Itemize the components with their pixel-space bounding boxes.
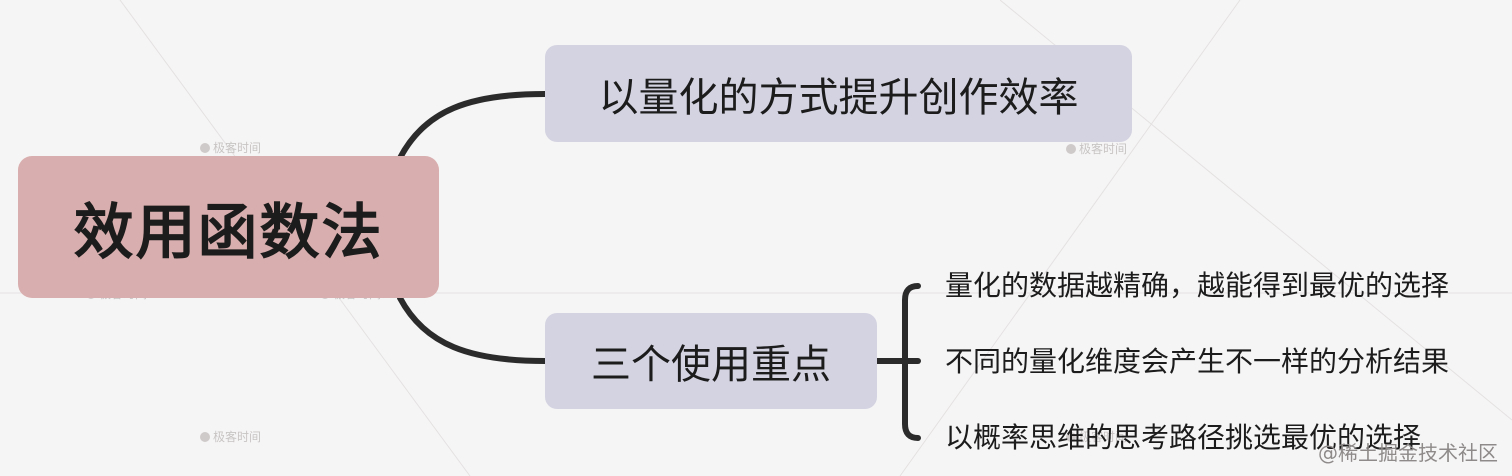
watermark: 极客时间 [1066,140,1127,157]
branch-node-efficiency[interactable]: 以量化的方式提升创作效率 [545,45,1132,142]
leaf-node-precise-data[interactable]: 量化的数据越精确，越能得到最优的选择 [945,269,1450,302]
watermark-logo-icon [200,431,210,442]
corner-watermark: @稀土掘金技术社区 [1318,441,1498,465]
root-node-label: 效用函数法 [73,197,384,268]
leaf-node-probability-thinking[interactable]: 以概率思维的思考路径挑选最优的选择 [945,421,1422,454]
guide-line [899,0,1241,476]
watermark: 极客时间 [1066,428,1127,445]
watermark: 极客时间 [200,428,261,445]
watermark-logo-icon [1066,143,1076,154]
connector-root-to-branch-1 [397,91,548,161]
branch-node-key-points[interactable]: 三个使用重点 [545,313,877,409]
leaf-node-dimensions[interactable]: 不同的量化维度会产生不一样的分析结果 [945,345,1450,378]
branch-node-label: 三个使用重点 [591,342,831,388]
root-node[interactable]: 效用函数法 [18,156,439,298]
watermark-logo-icon [200,142,210,153]
connector-root-to-branch-2 [397,295,548,364]
watermark: 极客时间 [200,139,261,156]
branch-node-label: 以量化的方式提升创作效率 [598,74,1079,121]
watermark-logo-icon [1066,431,1076,442]
